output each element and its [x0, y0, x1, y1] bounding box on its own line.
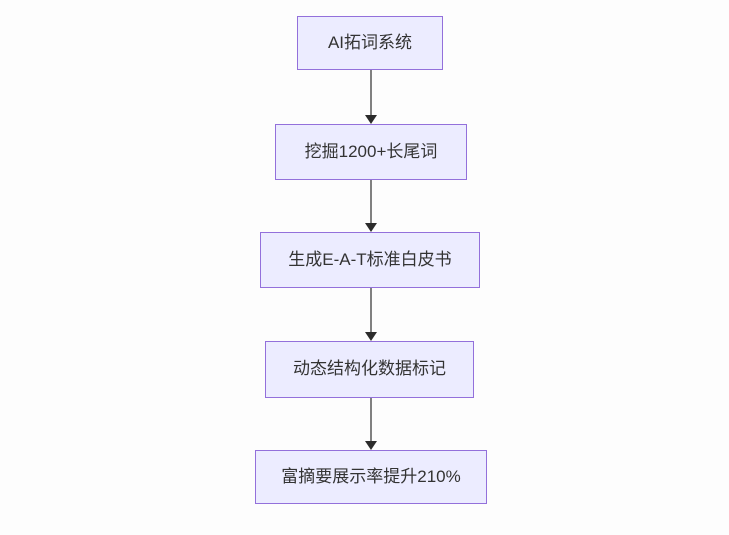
arrowhead-icon: [365, 223, 377, 232]
flow-node-ai-word-expansion: AI拓词系统: [297, 16, 443, 70]
edge-line: [370, 288, 372, 333]
node-label: 动态结构化数据标记: [293, 359, 446, 379]
flow-node-rich-snippet-result: 富摘要展示率提升210%: [255, 450, 487, 504]
node-label: AI拓词系统: [327, 32, 413, 52]
node-label: 挖掘1200+长尾词: [304, 141, 438, 161]
arrowhead-icon: [365, 332, 377, 341]
node-label: 富摘要展示率提升210%: [281, 466, 461, 486]
flow-node-eat-whitepaper: 生成E-A-T标准白皮书: [260, 232, 480, 288]
arrowhead-icon: [365, 441, 377, 450]
edge-line: [370, 398, 372, 441]
edge-line: [370, 70, 372, 116]
node-label: 生成E-A-T标准白皮书: [288, 249, 452, 269]
edge-line: [370, 180, 372, 224]
arrowhead-icon: [365, 115, 377, 124]
flow-node-structured-data-markup: 动态结构化数据标记: [265, 341, 474, 398]
flow-node-longtail-mining: 挖掘1200+长尾词: [275, 124, 467, 180]
